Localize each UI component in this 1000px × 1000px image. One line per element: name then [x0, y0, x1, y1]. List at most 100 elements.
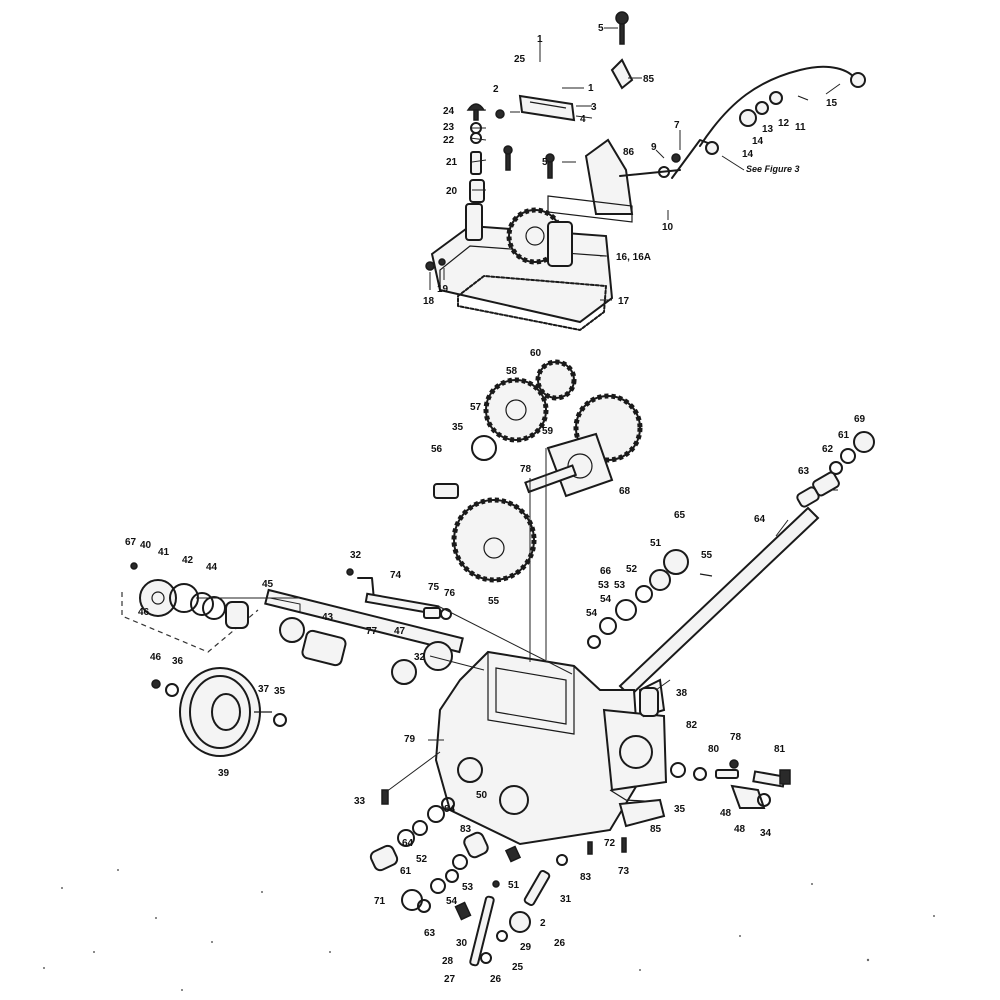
callout-label: 24: [443, 106, 455, 117]
callout-label: 69: [854, 414, 866, 425]
callout-label: 2: [493, 84, 499, 95]
callout-label: 57: [470, 402, 482, 413]
left-shaft-assembly: [121, 562, 464, 757]
callout-label: 44: [206, 562, 218, 573]
callout-label: 28: [442, 956, 454, 967]
right-side-parts: [670, 759, 791, 809]
callout-label: 80: [708, 744, 720, 755]
callout-label: 86: [623, 147, 635, 158]
callout-label: 5: [598, 23, 604, 34]
callout-label: 32: [414, 652, 426, 663]
callout-label: 64: [754, 514, 766, 525]
callout-label: 78: [730, 732, 742, 743]
callout-label: 2: [540, 918, 546, 929]
callout-label: 4: [580, 114, 586, 125]
callout-label: 55: [701, 550, 713, 561]
callout-label: 71: [374, 896, 386, 907]
callout-label: 62: [822, 444, 834, 455]
callout-label: 61: [838, 430, 850, 441]
top-cover-assembly: [425, 11, 866, 331]
callout-label: 73: [618, 866, 630, 877]
callout-label: 78: [520, 464, 532, 475]
callout-label: 42: [182, 555, 194, 566]
callout-label: 21: [446, 157, 458, 168]
callout-label: 20: [446, 186, 458, 197]
callout-label: 36: [172, 656, 184, 667]
callout-label: 10: [662, 222, 674, 233]
figure-reference-note: See Figure 3: [746, 164, 800, 174]
callout-label: 22: [443, 135, 455, 146]
callout-label: 85: [650, 824, 662, 835]
callout-label: 77: [366, 626, 378, 637]
callout-label: 79: [404, 734, 416, 745]
callout-label: 68: [619, 486, 631, 497]
callout-label: 72: [604, 838, 616, 849]
callout-label: 65: [674, 510, 686, 521]
callout-label: 51: [508, 880, 520, 891]
callout-label: 56: [431, 444, 443, 455]
lower-left-parts: [369, 789, 593, 967]
callout-label: 66: [600, 566, 612, 577]
callout-label: 29: [520, 942, 532, 953]
long-shaft: [618, 506, 820, 698]
callout-label: 3: [591, 102, 597, 113]
callout-label: 25: [514, 54, 526, 65]
callout-label: 9: [651, 142, 657, 153]
callout-label: 35: [452, 422, 464, 433]
callout-label: 14: [742, 149, 754, 160]
callout-label: 50: [476, 790, 488, 801]
callout-label: 58: [506, 366, 518, 377]
leader-lines: [196, 27, 841, 793]
callout-label: 82: [686, 720, 698, 731]
callout-label: 61: [400, 866, 412, 877]
callout-label: 35: [674, 804, 686, 815]
callout-label: 48: [720, 808, 732, 819]
callout-label: 5: [542, 157, 548, 168]
callout-label: 32: [350, 550, 362, 561]
callout-label: 35: [274, 686, 286, 697]
callout-label: 41: [158, 547, 170, 558]
callout-label: 23: [443, 122, 455, 133]
control-wire: [699, 65, 857, 147]
callout-label: 55: [488, 596, 500, 607]
callout-label: 76: [444, 588, 456, 599]
callout-label: 81: [774, 744, 786, 755]
callout-label: 54: [446, 896, 458, 907]
callout-label: 27: [444, 974, 456, 985]
callout-label: 38: [676, 688, 688, 699]
callout-label: 18: [423, 296, 435, 307]
callout-label: 11: [795, 122, 806, 133]
callout-label: 83: [460, 824, 472, 835]
callout-label: 53: [614, 580, 626, 591]
transmission-housing: [434, 650, 668, 853]
callout-label: 46: [138, 607, 150, 618]
callout-label: 47: [394, 626, 406, 637]
callout-label: 46: [150, 652, 162, 663]
callout-label: 52: [626, 564, 638, 575]
callout-label: 53: [462, 882, 474, 893]
input-shaft: [264, 588, 464, 654]
callout-label: 19: [437, 284, 449, 295]
callout-label: 52: [416, 854, 428, 865]
callout-label: 17: [618, 296, 630, 307]
callout-label: 64: [402, 838, 414, 849]
callout-label: 83: [580, 872, 592, 883]
callout-label: 48: [734, 824, 746, 835]
callout-label: 84: [444, 804, 456, 815]
callout-label: 31: [560, 894, 572, 905]
callout-label: 54: [586, 608, 598, 619]
callout-label: 63: [798, 466, 810, 477]
callout-label: 16, 16A: [616, 252, 651, 263]
callout-label: 30: [456, 938, 468, 949]
callout-label: 1: [588, 83, 594, 94]
callout-label: 14: [752, 136, 764, 147]
callout-label: 1: [537, 34, 543, 45]
callout-label: 12: [778, 118, 790, 129]
callout-label: 67: [125, 537, 137, 548]
callout-label: 75: [428, 582, 440, 593]
callout-label: 54: [600, 594, 612, 605]
callout-label: 74: [390, 570, 402, 581]
callout-label: 34: [760, 828, 772, 839]
callout-label: 37: [258, 684, 270, 695]
